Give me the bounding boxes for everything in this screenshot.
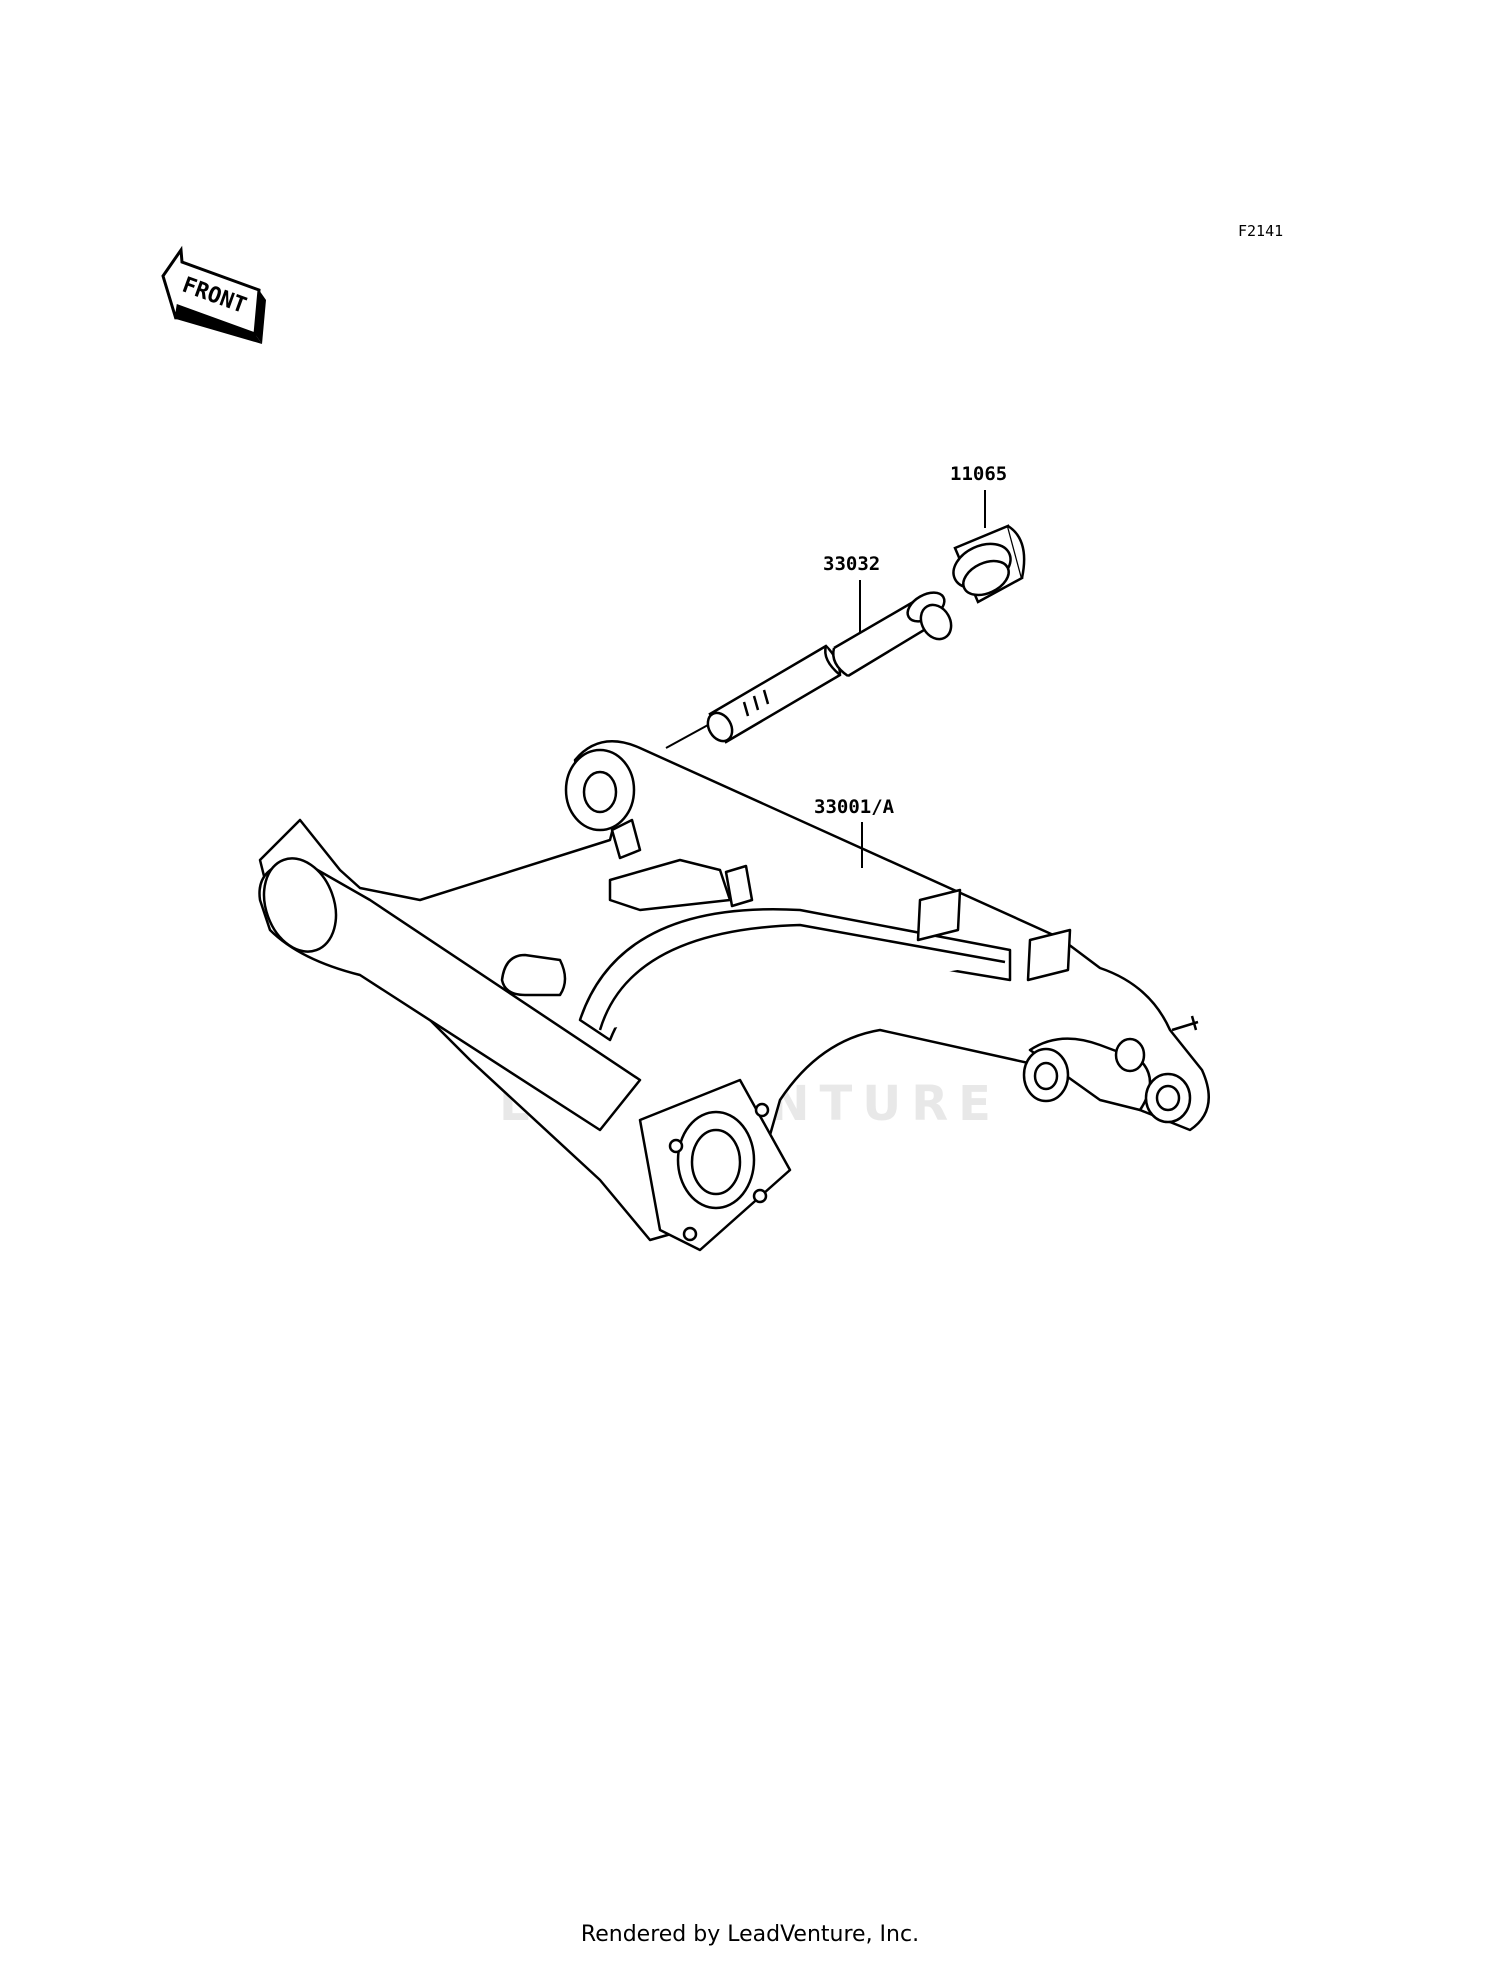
footer-credit: Rendered by LeadVenture, Inc.: [580, 1922, 920, 1947]
callout-33001A[interactable]: 33001/A: [814, 796, 895, 818]
callout-33032[interactable]: 33032: [823, 553, 881, 575]
shaft-axis-line: [665, 724, 709, 749]
part-11065-collar[interactable]: [946, 524, 1026, 604]
callout-11065[interactable]: 11065: [950, 463, 1008, 485]
part-33001A-swingarm[interactable]: [252, 740, 1210, 1252]
part-33032-pivot-shaft[interactable]: [703, 587, 957, 746]
front-arrow-icon: FRONT: [161, 245, 266, 344]
figure-code: F2141: [1238, 222, 1284, 240]
